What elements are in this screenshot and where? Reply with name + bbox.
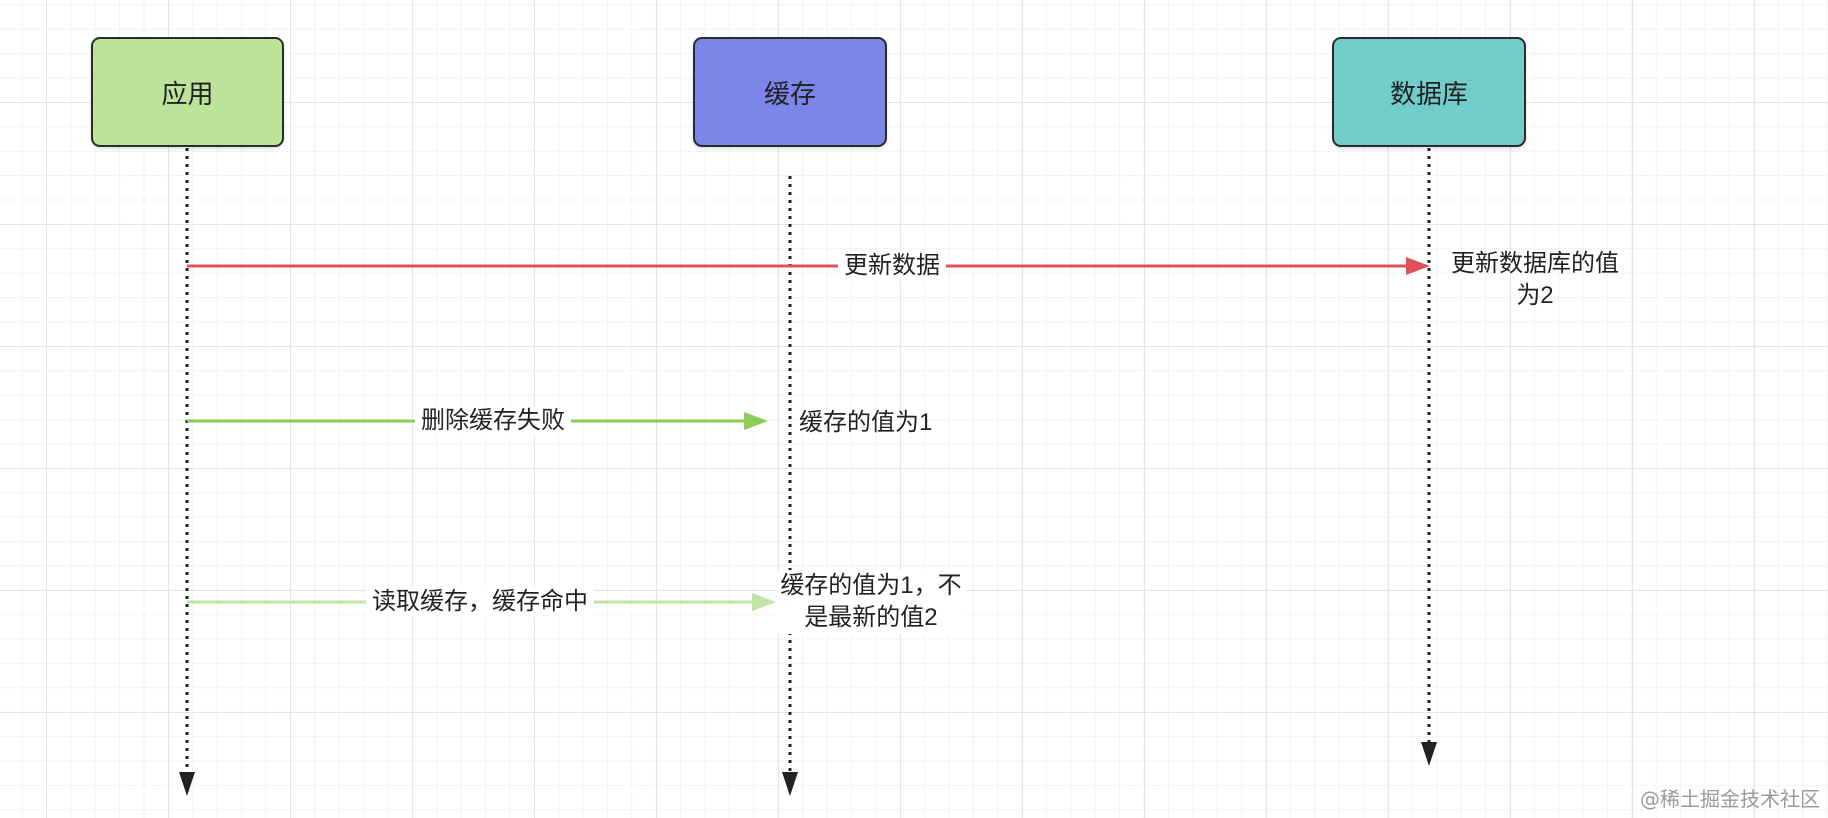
app-lifeline-arrowhead (179, 772, 195, 796)
participant-app-label: 应用 (161, 78, 214, 109)
participant-db-label: 数据库 (1389, 78, 1468, 109)
cache-stale-note-line2: 是最新的值2 (804, 604, 938, 631)
cache-stale-note: 缓存的值为1，不 是最新的值2 (776, 570, 966, 634)
message-read-cache-arrowhead (752, 593, 776, 611)
message-delete-cache-label: 删除缓存失败 (415, 406, 571, 436)
cache-stale-note-line1: 缓存的值为1，不 (780, 572, 962, 599)
db-lifeline-arrowhead (1421, 742, 1437, 766)
db-value-note: 更新数据库的值 为2 (1440, 248, 1630, 312)
cache-lifeline-arrowhead (782, 772, 798, 796)
participant-db: 数据库 (1332, 37, 1526, 147)
watermark: @稀土掘金技术社区 (1640, 787, 1820, 811)
participant-cache: 缓存 (693, 37, 887, 147)
db-value-note-line1: 更新数据库的值 (1451, 250, 1619, 277)
message-update-data-arrowhead (1406, 257, 1430, 275)
participant-app: 应用 (91, 37, 284, 147)
message-delete-cache-arrowhead (744, 412, 768, 430)
db-value-note-line2: 为2 (1516, 282, 1554, 309)
cache-value-note: 缓存的值为1 (799, 409, 933, 436)
message-read-cache-label: 读取缓存，缓存命中 (366, 587, 594, 617)
participant-cache-label: 缓存 (763, 78, 816, 109)
message-update-data-label: 更新数据 (838, 251, 946, 281)
